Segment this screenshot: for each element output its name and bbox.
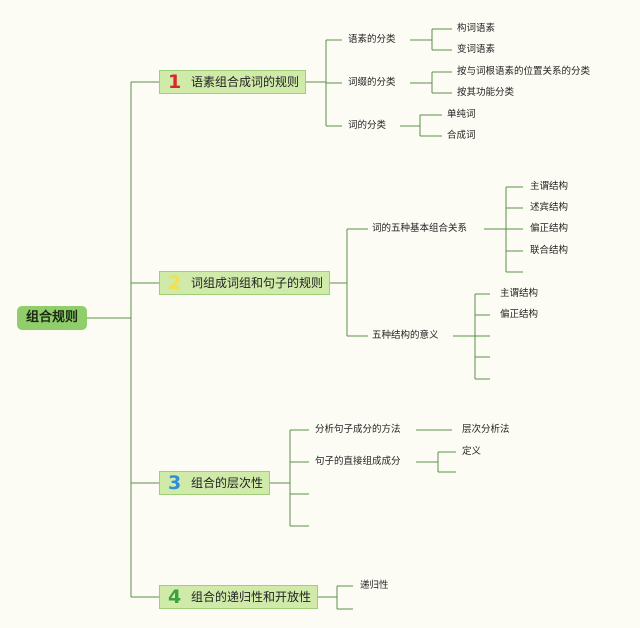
branch-4-label: 组合的递归性和开放性: [191, 590, 312, 604]
relation-child-node[interactable]: 偏正结构: [530, 223, 569, 234]
direct-constituent-node[interactable]: 句子的直接组成成分: [315, 456, 401, 467]
branch-1-node[interactable]: 1 语素组合成词的规则: [159, 70, 307, 94]
morpheme-child-node[interactable]: 变词语素: [457, 44, 496, 55]
five-relations-node[interactable]: 词的五种基本组合关系: [372, 223, 468, 234]
branch-1-number: 1: [168, 71, 182, 93]
method-node[interactable]: 分析句子成分的方法: [315, 424, 401, 435]
affix-child-node[interactable]: 按其功能分类: [457, 87, 515, 98]
meaning-child-node[interactable]: 主谓结构: [500, 288, 539, 299]
relation-child-node[interactable]: 联合结构: [530, 245, 569, 256]
branch-1-label: 语素组合成词的规则: [191, 75, 300, 89]
recursion-node[interactable]: 递归性: [360, 580, 389, 591]
word-class-node[interactable]: 词的分类: [348, 120, 387, 131]
branch-2-node[interactable]: 2 词组成词组和句子的规则: [159, 271, 331, 295]
word-child-node[interactable]: 合成词: [447, 130, 476, 141]
morpheme-child-node[interactable]: 构词语素: [457, 23, 496, 34]
relation-child-node[interactable]: 述宾结构: [530, 202, 569, 213]
branch-3-node[interactable]: 3 组合的层次性: [159, 471, 271, 495]
branch-3-number: 3: [168, 472, 182, 494]
meaning-child-node[interactable]: 偏正结构: [500, 309, 539, 320]
morpheme-class-node[interactable]: 语素的分类: [348, 34, 396, 45]
affix-child-node[interactable]: 按与词根语素的位置关系的分类: [457, 66, 591, 77]
branch-2-number: 2: [168, 272, 182, 294]
branch-3-label: 组合的层次性: [191, 476, 264, 490]
root-node[interactable]: 组合规则: [17, 306, 87, 330]
relation-child-node[interactable]: 主谓结构: [530, 181, 569, 192]
word-child-node[interactable]: 单纯词: [447, 109, 476, 120]
branch-4-number: 4: [168, 586, 182, 608]
affix-class-node[interactable]: 词缀的分类: [348, 77, 396, 88]
method-child-node[interactable]: 层次分析法: [462, 424, 510, 435]
five-meaning-node[interactable]: 五种结构的意义: [372, 330, 439, 341]
branch-2-label: 词组成词组和句子的规则: [191, 276, 324, 290]
direct-child-node[interactable]: 定义: [462, 446, 482, 457]
branch-4-node[interactable]: 4 组合的递归性和开放性: [159, 585, 319, 609]
